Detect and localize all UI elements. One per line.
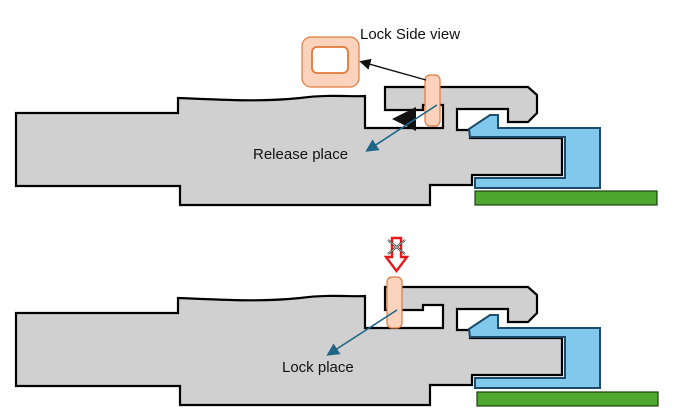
lock-pin [424,74,441,127]
circuit-board [474,190,658,206]
lock-pin [386,276,403,329]
lock-side-view-label: Lock Side view [360,26,460,43]
release-place-label: Release place [253,146,348,163]
circuit-board [476,391,659,407]
lock-place-pointer-arrow [326,309,398,356]
release-state-assembly: Lock Side view Release place [14,26,658,207]
release-place-pointer-arrow [365,104,438,152]
down-arrow-with-x-icon [383,236,410,273]
lock-side-view-icon [301,36,360,88]
mating-connector [467,114,601,189]
lock-state-assembly: Lock place [14,236,659,407]
mating-connector [467,314,601,389]
lock-place-label: Lock place [282,359,354,376]
side-view-pointer-arrow [359,58,427,81]
